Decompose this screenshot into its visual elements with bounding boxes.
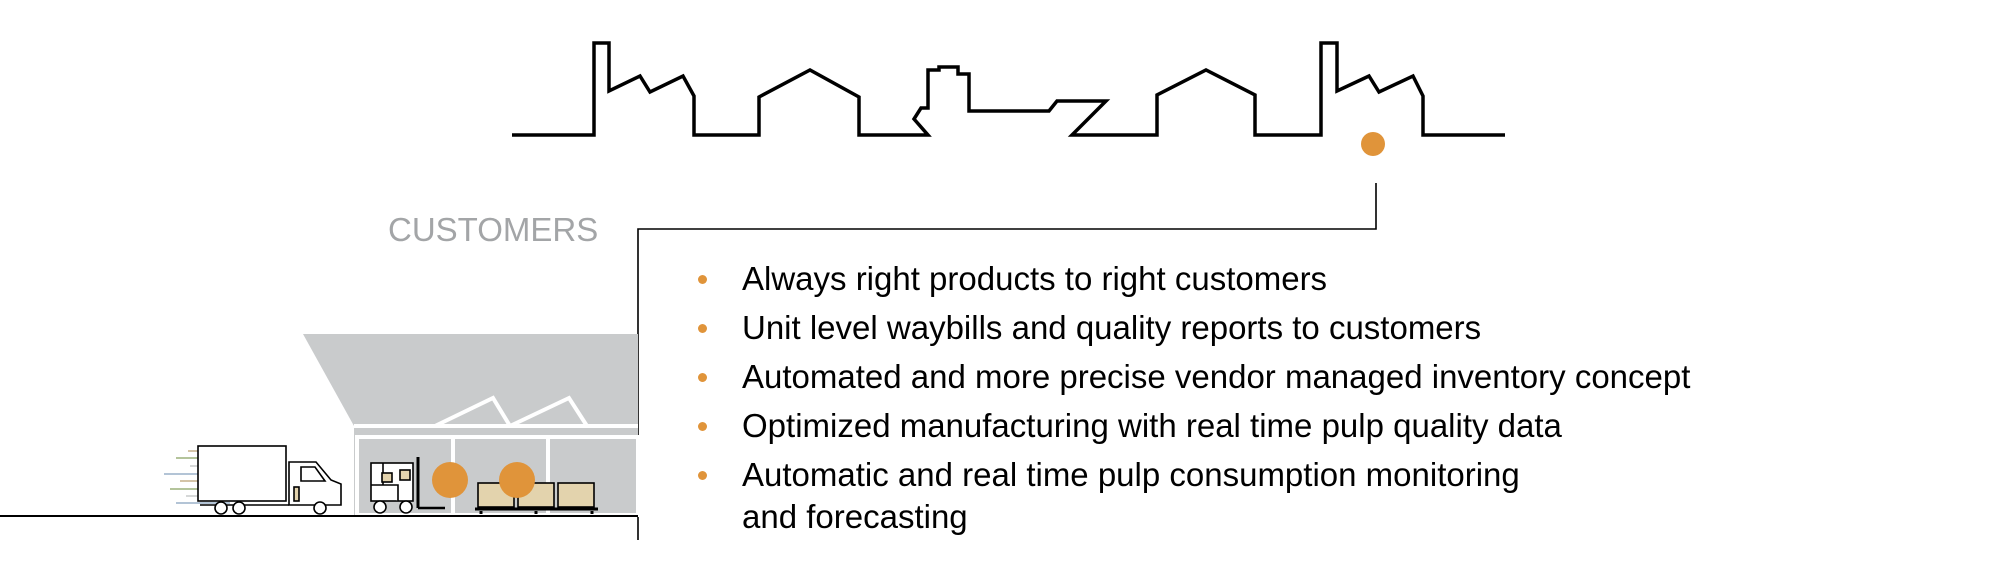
benefit-list: Always right products to right customers…	[690, 258, 1690, 545]
bullet-dot	[698, 275, 707, 284]
city-skyline-outline-icon	[512, 41, 1505, 137]
section-label-customers: CUSTOMERS	[388, 211, 599, 248]
benefit-text: Always right products to right customers	[742, 260, 1328, 297]
benefit-text: Automated and more precise vendor manage…	[742, 358, 1691, 395]
benefit-item: Automatic and real time pulp consumption…	[690, 454, 1690, 538]
bullet-dot	[698, 422, 707, 431]
benefit-text: Unit level waybills and quality reports …	[742, 309, 1482, 346]
forklift-marker-dot	[432, 462, 468, 498]
customer-marker-dot	[1361, 132, 1385, 156]
benefit-text: Automatic and real time pulp consumption…	[742, 456, 1520, 535]
benefit-item: Optimized manufacturing with real time p…	[690, 405, 1690, 447]
bullet-dot	[698, 324, 707, 333]
pallet-marker-dot	[499, 462, 535, 498]
benefit-item: Unit level waybills and quality reports …	[690, 307, 1690, 349]
benefit-item: Always right products to right customers	[690, 258, 1690, 300]
bullet-dot	[698, 373, 707, 382]
delivery-truck-icon	[197, 445, 342, 515]
pallet-boxes-icon	[475, 482, 598, 514]
forklift-icon	[370, 457, 445, 514]
bullet-dot	[698, 471, 707, 480]
benefit-text: Optimized manufacturing with real time p…	[742, 407, 1562, 444]
benefit-item: Automated and more precise vendor manage…	[690, 356, 1690, 398]
